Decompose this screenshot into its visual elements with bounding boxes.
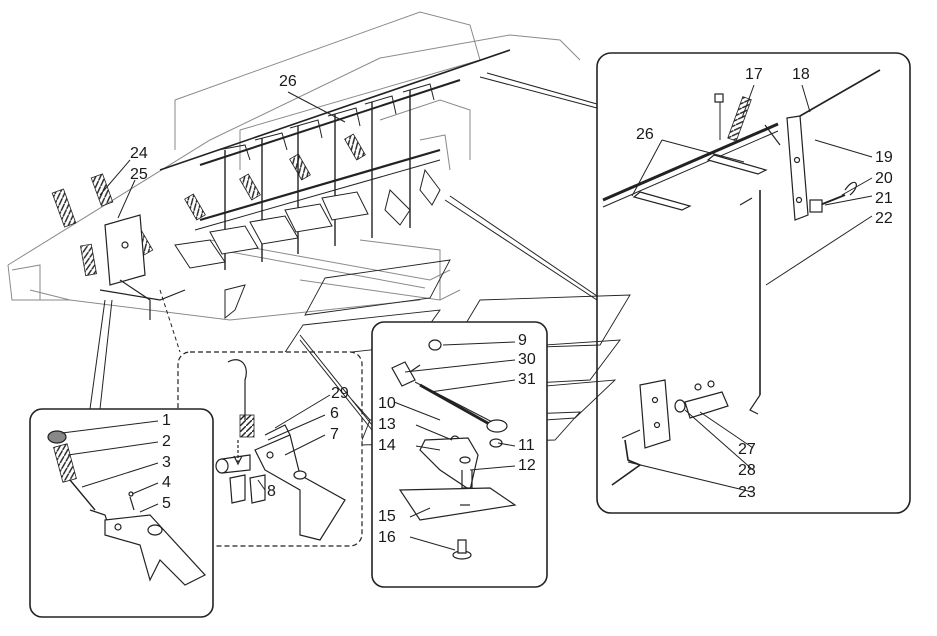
left-connectors: [89, 289, 181, 410]
callout-20: 20: [875, 170, 893, 187]
right-panel-leaders: [627, 84, 873, 493]
main-leaders: [99, 91, 346, 219]
callout-23: 23: [738, 484, 756, 501]
callout-3: 3: [162, 454, 171, 471]
callout-10: 10: [378, 395, 396, 412]
callout-16: 16: [378, 529, 396, 546]
callout-14: 14: [378, 437, 396, 454]
callout-5: 5: [162, 495, 171, 512]
center-panel-parts: [391, 339, 517, 560]
callout-6: 6: [330, 405, 339, 422]
cam-plate: [99, 214, 186, 320]
frame-knives: [174, 168, 444, 351]
center-panel-leaders: [393, 341, 516, 551]
cross-leaders: [299, 334, 373, 431]
callout-19: 19: [875, 149, 893, 166]
callout-31: 31: [518, 371, 536, 388]
callout-1: 1: [162, 412, 171, 429]
callout-21: 21: [875, 190, 893, 207]
callout-11: 11: [518, 437, 535, 454]
callout-28: 28: [738, 462, 756, 479]
callout-22: 22: [875, 210, 893, 227]
callout-18: 18: [792, 66, 810, 83]
callout-25: 25: [130, 166, 148, 183]
callout-27: 27: [738, 441, 756, 458]
panel-connectors: [444, 72, 598, 301]
main-bar-assembly: [159, 49, 511, 270]
callout-8: 8: [267, 483, 276, 500]
callout-24: 24: [130, 145, 148, 162]
callout-9: 9: [518, 332, 527, 349]
callout-4: 4: [162, 474, 171, 491]
left-panel-parts: [47, 430, 206, 586]
callout-29: 29: [331, 385, 349, 402]
callout-12: 12: [518, 457, 536, 474]
right-panel-parts: [602, 69, 881, 486]
dashed-panel-leaders: [257, 394, 331, 491]
callout-30: 30: [518, 351, 536, 368]
callout-26-right: 26: [636, 126, 654, 143]
callout-7: 7: [330, 426, 339, 443]
callout-26-top: 26: [279, 73, 297, 90]
dashed-panel-parts: [215, 359, 346, 541]
callout-2: 2: [162, 433, 171, 450]
left-panel-leaders: [61, 420, 159, 513]
callout-17: 17: [745, 66, 763, 83]
callout-15: 15: [378, 508, 396, 525]
callout-13: 13: [378, 416, 396, 433]
